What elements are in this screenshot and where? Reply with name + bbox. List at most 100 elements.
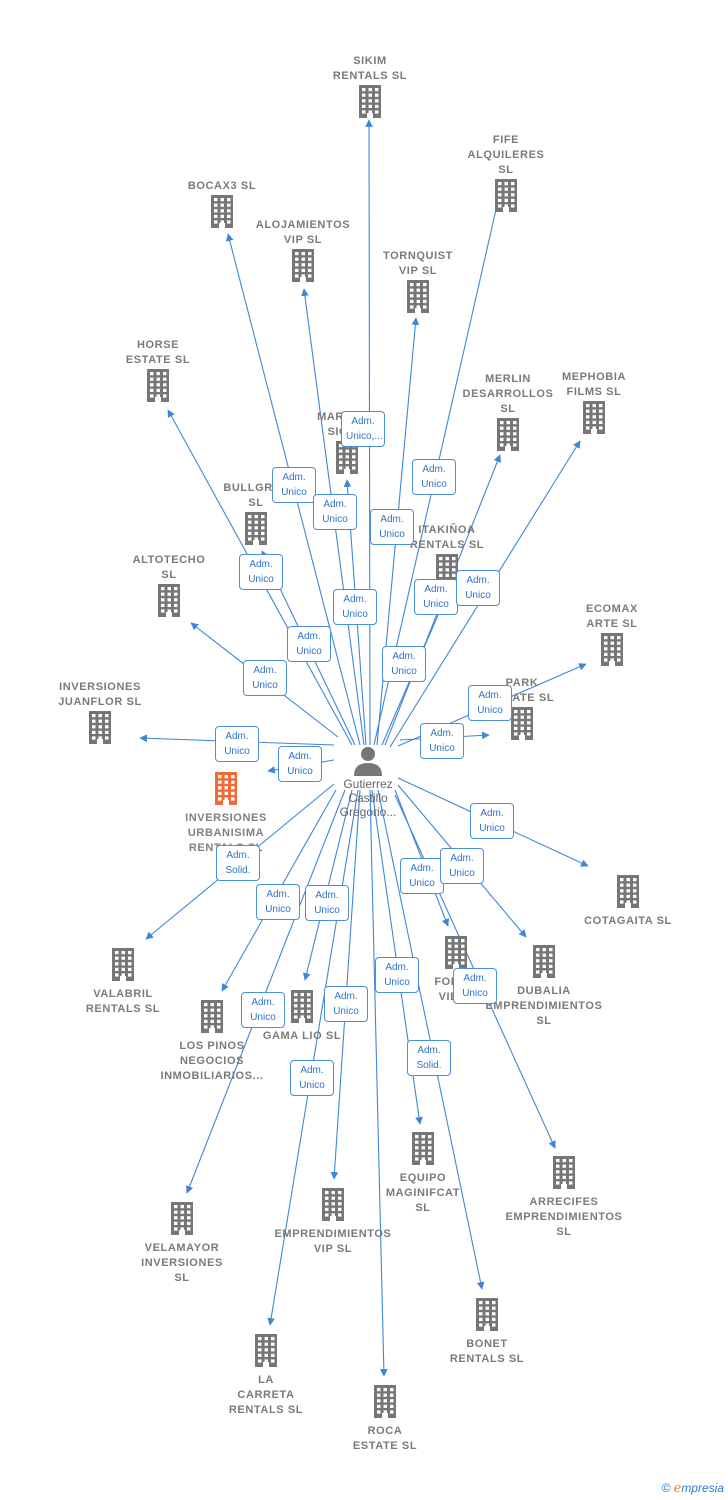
role-badge-text: Adm. xyxy=(315,890,339,901)
role-badge[interactable]: Adm.Unico,... xyxy=(341,411,385,447)
building-icon xyxy=(158,584,180,617)
role-badge[interactable]: Adm.Unico xyxy=(412,459,456,495)
company-name-line: VALABRIL xyxy=(93,988,153,1000)
role-badge-text: Adm. xyxy=(424,584,448,595)
company-node-cotagaita[interactable]: COTAGAITA SL xyxy=(568,874,688,929)
person-node[interactable]: Gutierrez Castillo Gregorio... xyxy=(308,745,428,819)
company-name-line: HORSE xyxy=(136,339,180,351)
company-node-gamalio[interactable]: GAMA LIO SL xyxy=(242,989,362,1044)
company-name-line: ARTE SL xyxy=(586,618,638,630)
role-badge[interactable]: Adm.Unico xyxy=(420,723,464,759)
role-badge-text: Adm. xyxy=(450,853,474,864)
company-node-horse[interactable]: HORSE ESTATE SL xyxy=(98,338,218,402)
role-badge-text: Unico xyxy=(449,868,475,879)
company-name: COTAGAITA SL xyxy=(568,914,688,929)
role-badge[interactable]: Adm.Unico xyxy=(290,1060,334,1096)
role-badge[interactable]: Adm.Unico xyxy=(305,885,349,921)
company-name: BOCAX3 SL xyxy=(162,179,282,194)
company-node-valabril[interactable]: VALABRIL RENTALS SL xyxy=(63,947,183,1017)
company-node-urbanisima[interactable]: INVERSIONESURBANISIMARENTALS SL xyxy=(166,771,286,856)
role-badge-text: Adm. xyxy=(282,472,306,483)
role-badge[interactable]: Adm.Unico xyxy=(468,685,512,721)
role-badge[interactable]: Adm.Solid. xyxy=(216,845,260,881)
role-badge[interactable]: Adm.Unico xyxy=(272,467,316,503)
company-node-bocax3[interactable]: BOCAX3 SL xyxy=(162,179,282,228)
company-name-line: ALTOTECHO xyxy=(132,554,206,566)
role-badge[interactable]: Adm.Unico xyxy=(414,579,458,615)
company-name-line: RENTALS SL xyxy=(85,1003,161,1015)
brand-footer: ©empresia xyxy=(662,1481,724,1496)
company-name-line: JUANFLOR SL xyxy=(58,696,142,708)
role-badge[interactable]: Adm. Unico xyxy=(440,848,484,884)
role-badge-text: Unico xyxy=(477,705,503,716)
role-badge[interactable]: Adm.Solid. xyxy=(407,1040,451,1076)
building-icon xyxy=(445,936,467,969)
company-name-line: ARRECIFES xyxy=(529,1196,599,1208)
company-name-line: VIP SL xyxy=(398,265,438,277)
role-badge-text: Unico xyxy=(333,1006,359,1017)
role-badge-text: Adm. xyxy=(251,997,275,1008)
role-badge[interactable]: Adm.Unico xyxy=(456,570,500,606)
building-icon xyxy=(89,711,111,744)
role-badge[interactable]: Adm.Unico xyxy=(241,992,285,1028)
role-badge-text: Unico xyxy=(409,878,435,889)
building-icon xyxy=(359,85,381,118)
role-badge[interactable]: Adm.Unico xyxy=(239,554,283,590)
building-icon xyxy=(147,369,169,402)
role-badge[interactable]: Adm.Unico xyxy=(215,726,259,762)
company-name-line: ESTATE SL xyxy=(125,354,191,366)
role-badge[interactable]: Adm.Unico xyxy=(287,626,331,662)
role-badge[interactable]: Adm.Unico xyxy=(382,646,426,682)
role-badge-text: Adm. xyxy=(226,850,250,861)
building-icon xyxy=(601,633,623,666)
company-name: GAMA LIO SL xyxy=(242,1029,362,1044)
building-icon xyxy=(495,179,517,212)
company-name-line: ESTATE SL xyxy=(352,1440,418,1452)
role-badge[interactable]: Adm.Unico xyxy=(375,957,419,993)
role-badge[interactable]: Adm.Unico xyxy=(400,858,444,894)
company-name-line: MAGINIFCAT xyxy=(385,1187,461,1199)
company-name-line: ITAKIÑOA xyxy=(418,524,476,536)
role-badge[interactable]: Adm.Unico xyxy=(470,803,514,839)
role-badge[interactable]: Adm.Unico xyxy=(313,494,357,530)
company-name-line: ALQUILERES xyxy=(467,149,545,161)
role-badge[interactable]: Adm.Unico xyxy=(278,746,322,782)
building-icon xyxy=(553,1156,575,1189)
role-badge-text: Unico xyxy=(224,746,250,757)
building-icon xyxy=(511,707,533,740)
role-badge[interactable]: Adm.Unico xyxy=(333,589,377,625)
role-badge[interactable]: Adm.Unico xyxy=(324,986,368,1022)
role-badge[interactable]: Adm.Unico xyxy=(243,660,287,696)
role-badge[interactable]: Adm.Unico xyxy=(256,884,300,920)
role-badge-text: Unico xyxy=(465,590,491,601)
company-name: HORSE ESTATE SL xyxy=(98,338,218,368)
company-name-line: INVERSIONES xyxy=(185,812,267,824)
role-badge-text: Unico xyxy=(421,479,447,490)
role-badge[interactable]: Adm.Unico xyxy=(370,509,414,545)
person-name-line-2: Castillo xyxy=(348,791,388,805)
role-badge[interactable]: Adm.Unico xyxy=(453,968,497,1004)
building-icon xyxy=(291,990,313,1023)
company-name-line: URBANISIMA xyxy=(187,827,265,839)
